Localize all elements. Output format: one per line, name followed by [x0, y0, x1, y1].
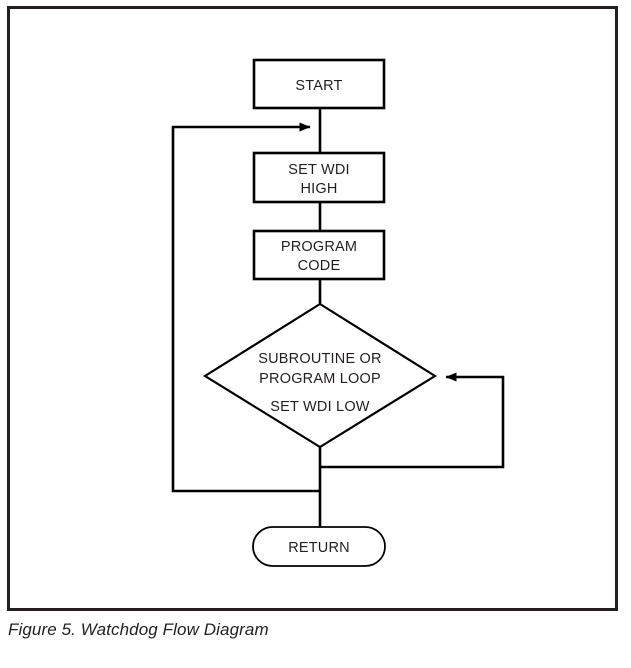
node-return[interactable]: RETURN	[252, 526, 386, 567]
program-code-box	[252, 229, 386, 281]
decision-label-line2: PROGRAM LOOP	[259, 371, 381, 387]
program-code-label-line1: PROGRAM	[281, 239, 357, 255]
set-wdi-high-label-line1: SET WDI	[288, 162, 350, 178]
return-stadium	[252, 526, 386, 567]
node-set-wdi-high[interactable]: SET WDI HIGH	[252, 151, 386, 204]
figure-border: START SET WDI HIGH PROGRAM CODE SUBROUTI…	[7, 6, 618, 611]
start-box	[252, 58, 386, 110]
return-label: RETURN	[288, 540, 350, 556]
program-code-label-line2: CODE	[298, 258, 341, 274]
connector-loopback-left	[171, 122, 320, 493]
node-subroutine-decision[interactable]: SUBROUTINE OR PROGRAM LOOP SET WDI LOW	[202, 302, 438, 449]
set-wdi-high-box	[252, 151, 386, 204]
figure-caption: Figure 5. Watchdog Flow Diagram	[8, 620, 269, 639]
decision-label-line3: SET WDI LOW	[270, 399, 370, 415]
connector-loopback-right	[320, 372, 505, 469]
watchdog-flow-diagram: START SET WDI HIGH PROGRAM CODE SUBROUTI…	[171, 58, 505, 567]
subroutine-decision-diamond	[202, 302, 438, 449]
decision-label-line1: SUBROUTINE OR	[258, 351, 381, 367]
node-start[interactable]: START	[252, 58, 386, 110]
start-label: START	[295, 78, 342, 94]
set-wdi-high-label-line2: HIGH	[300, 181, 337, 197]
node-program-code[interactable]: PROGRAM CODE	[252, 229, 386, 281]
